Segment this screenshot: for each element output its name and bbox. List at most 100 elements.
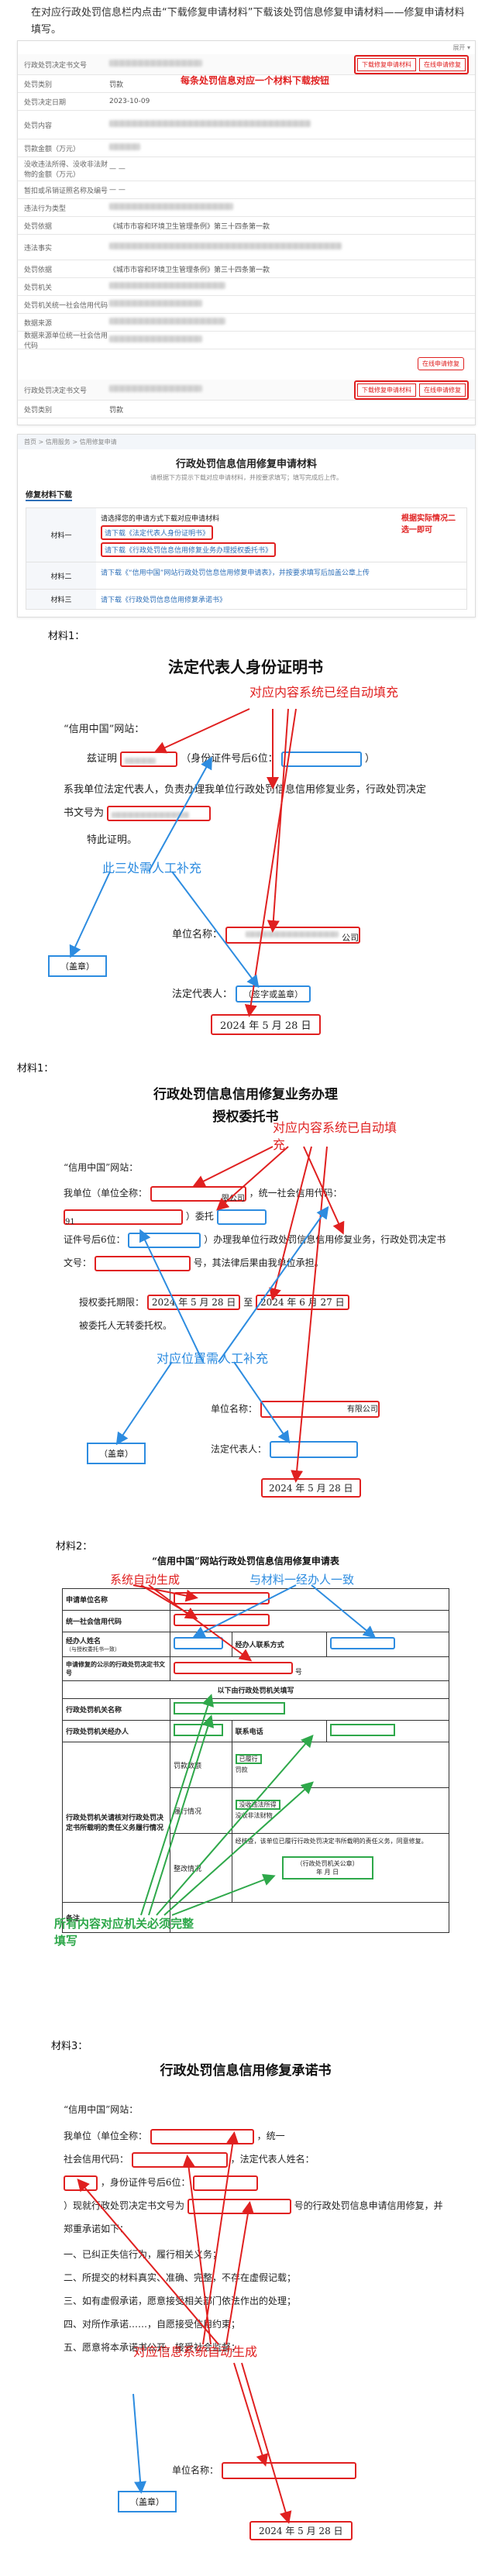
application-form-doc: “信用中国”网站行政处罚信息信用修复申请表 系统自动生成 与材料一经办人一致 申… — [17, 1551, 474, 2027]
blurred-value — [109, 335, 202, 342]
page-note: 请根据下方提示下载对应申请材料，并按要求填写；填写完成后上传。 — [150, 474, 342, 481]
doc1-text: ） — [364, 753, 375, 765]
field-agent-contact — [329, 1637, 395, 1649]
link-commitment-letter[interactable]: 请下载《行政处罚信息信用修复承诺书》 — [101, 597, 227, 604]
field-unit-name-2: 有限公司 — [260, 1401, 380, 1418]
blurred-value — [109, 282, 225, 289]
field-id-last6-4 — [193, 2175, 259, 2191]
doc4-date: 2024 年 5 月 28 日 — [249, 2521, 353, 2540]
row-label: 违法事实 — [24, 244, 53, 253]
expand-toggle[interactable]: 展开 ▾ — [452, 44, 470, 51]
authority-name-label: 行政处罚机关名称 — [62, 1698, 170, 1721]
download-materials-button[interactable]: 下载修复申请材料 — [357, 57, 416, 71]
doc4-title: 行政处罚信息信用修复承诺书 — [160, 2063, 332, 2079]
doc2-no-subdelegation: 被委托人无转委托权。 — [79, 1320, 173, 1331]
online-apply-button-bottom[interactable]: 在线申请修复 — [418, 357, 464, 370]
link-authorization-letter[interactable]: 请下载《行政处罚信息信用修复业务办理授权委托书》 — [101, 542, 277, 557]
doc4-unit-line: 单位名称： — [172, 2462, 356, 2479]
table-row: 行政处罚机关经办人 联系电话 — [62, 1720, 450, 1742]
row-label: 处罚类别 — [24, 406, 53, 414]
doc2-text: 我单位（单位全称： — [64, 1188, 148, 1199]
decision-number-label: 行政处罚决定书文号 — [24, 61, 88, 70]
field-decision-number-3 — [174, 1661, 293, 1674]
field-legal-name-4 — [64, 2175, 98, 2191]
doc2-title-2: 授权委托书 — [212, 1109, 279, 1125]
application-table: 申请单位名称 统一社会信用代码 经办人姓名（与授权委托书一致） 经办人联系方式 … — [62, 1588, 450, 1933]
annotation-auto-filled-2: 对应内容系统已自动填充 — [273, 1120, 397, 1152]
download-materials-button-2[interactable]: 下载修复申请材料 — [357, 383, 416, 397]
online-apply-button-2[interactable]: 在线申请修复 — [419, 383, 466, 397]
material-2-row: 材料二 请下载《“信用中国”网站行政处罚信息信用修复申请表》，并按要求填写后加盖… — [26, 562, 466, 590]
field-unit-name: 公司 — [225, 926, 361, 944]
doc1-greeting: “信用中国”网站： — [64, 724, 145, 735]
material-download-panel: 首页 > 信用服务 > 信用修复申请 行政处罚信息信用修复申请材料 请根据下方提… — [17, 434, 476, 617]
row-label: 处罚类别 — [24, 81, 53, 89]
intro-text: 在对应行政处罚信息栏内点击“下载修复申请材料”下载该处罚信息修复申请材料——修复… — [31, 7, 465, 36]
row-label: 数据来源单位统一社会信用代码 — [24, 332, 108, 350]
row-label: 罚款金额（万元） — [24, 145, 81, 153]
annotation-auto-filled: 对应内容系统已经自动填充 — [249, 685, 399, 700]
row1-button-group: 下载修复申请材料在线申请修复 — [354, 54, 469, 74]
blurred-value — [109, 385, 202, 392]
online-apply-button[interactable]: 在线申请修复 — [419, 57, 466, 71]
blurred-value — [109, 318, 225, 325]
annotation-match-agent: 与材料一经办人一致 — [249, 1573, 355, 1587]
field-legal-rep-name — [120, 751, 178, 767]
annotation-manual-fill: 此三处需人工补充 — [102, 861, 202, 875]
table-row: 统一社会信用代码 — [62, 1610, 449, 1632]
doc2-text: 号，其法律后果由我单位承担。 — [193, 1257, 324, 1268]
field-company-name: 限公司 — [150, 1185, 246, 1203]
row-value: — — — [109, 165, 126, 173]
field-authority-agent — [174, 1724, 223, 1736]
row-label: 处罚机关统一社会信用代码 — [24, 301, 108, 310]
option-fine[interactable]: 罚款 — [235, 1766, 248, 1773]
table-row: 申请单位名称 — [62, 1588, 449, 1611]
option-illegal-property[interactable]: 没收非法财物 — [235, 1812, 273, 1819]
verification-label: 行政处罚机关请核对行政处罚决定书所载明的责任义务履行情况 — [62, 1742, 170, 1903]
doc4-greeting: “信用中国”网站： — [64, 2104, 139, 2115]
table-row: 申请修复的公示的行政处罚决定书文号 号 — [62, 1656, 449, 1681]
material-1b-caption: 材料1： — [17, 1063, 54, 1075]
unit-name-label: 单位名称： — [172, 2464, 219, 2476]
annotation-per-record-button: 每条处罚信息对应一个材料下载按钮 — [181, 75, 330, 86]
row-label: 处罚依据 — [24, 266, 53, 274]
doc1-text: 兹证明 — [87, 753, 118, 765]
authority-confirm-text: 经核查，该单位已履行行政处罚决定书所载明的责任义务，同意修复。 — [235, 1838, 428, 1845]
authorization-letter-doc: 行政处罚信息信用修复业务办理 授权委托书 对应内容系统已自动填充 “信用中国”网… — [17, 1077, 474, 1530]
doc1-date: 2024 年 5 月 28 日 — [211, 1014, 321, 1035]
link-application-form[interactable]: 请下载《“信用中国”网站行政处罚信息信用修复申请表》，并按要求填写后加盖公章上传 — [101, 569, 370, 577]
field-authority-phone — [329, 1724, 395, 1736]
doc2-greeting: “信用中国”网站： — [64, 1162, 139, 1173]
field-authority-name — [174, 1702, 285, 1714]
doc4-text: ，法定代表人姓名： — [230, 2154, 315, 2165]
doc2-period-line: 授权委托期限： 2024 年 5 月 28 日 至 2024 年 6 月 27 … — [79, 1295, 349, 1310]
agent-contact-label: 经办人联系方式 — [231, 1632, 327, 1657]
material-1-row: 材料一 请选择您的申请方式下载对应申请材料 请下载《法定代表人身份证明书》 请下… — [26, 508, 466, 562]
row-label: 处罚内容 — [24, 122, 53, 130]
decision-number-label: 行政处罚决定书文号 — [24, 387, 88, 395]
link-legal-rep-certificate[interactable]: 请下载《法定代表人身份证明书》 — [101, 525, 214, 540]
authority-seal-box: （行政处罚机关公章） 年 月 日 — [281, 1856, 373, 1880]
blurred-value — [109, 300, 202, 307]
option-illegal-gains[interactable]: 没收违法所得 — [235, 1800, 280, 1810]
doc1-paragraph: 系我单位法定代表人，负责办理我单位行政处罚信息信用修复业务，行政处罚决定书文号为 — [64, 779, 428, 825]
fine-amount-label: 罚款数额 — [170, 1742, 232, 1788]
blurred-value — [109, 203, 233, 210]
doc2-legal-line: 法定代表人： — [211, 1441, 358, 1458]
bottom-apply-row: 在线申请修复 — [18, 349, 475, 375]
doc4-text: 社会信用代码： — [64, 2154, 129, 2165]
commitment-item: 一、已纠正失信行为，履行相关义务； — [64, 2249, 222, 2260]
doc1-title: 法定代表人身份证明书 — [168, 658, 323, 676]
row-label: 违法行为类型 — [24, 205, 67, 213]
material-2-label: 材料二 — [26, 562, 96, 589]
option-fulfilled[interactable]: 已履行 — [235, 1754, 262, 1764]
field-company-name-4 — [150, 2128, 254, 2144]
material-3-label: 材料三 — [26, 590, 96, 609]
field-decision-number-2 — [94, 1255, 191, 1271]
field-credit-code-3 — [174, 1614, 270, 1626]
applicant-name-label: 申请单位名称 — [62, 1588, 170, 1611]
authority-section-heading: 以下由行政处罚机关填写 — [62, 1680, 449, 1699]
field-decision-number — [107, 805, 212, 821]
blurred-value — [109, 120, 311, 127]
doc2-unit-line: 单位名称： 有限公司 — [211, 1401, 380, 1418]
